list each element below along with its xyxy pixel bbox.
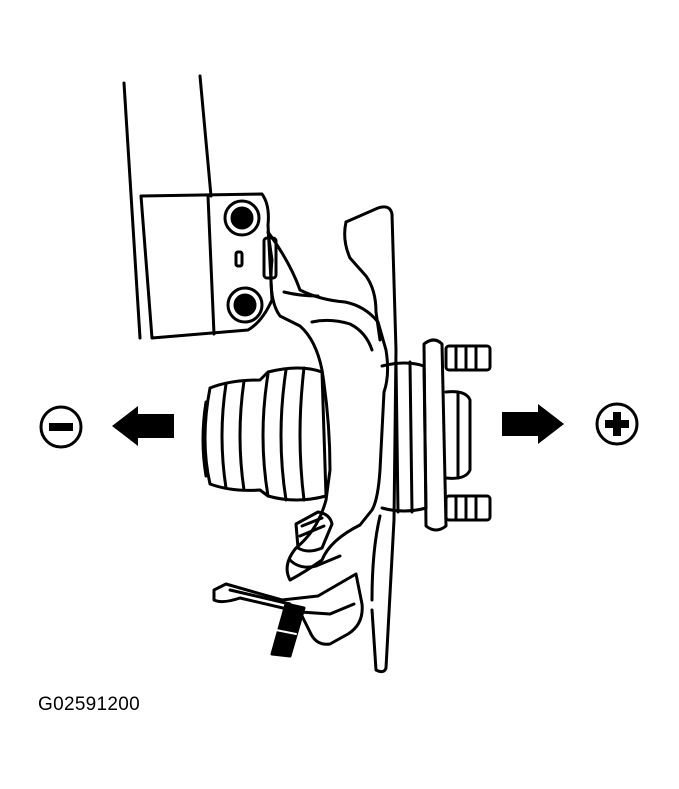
bracket-bolt-lower: [226, 286, 264, 324]
wheel-stud-lower: [444, 494, 492, 522]
sensor-harness: [270, 602, 306, 658]
cv-boot: [201, 366, 328, 502]
strut-tube: [122, 74, 213, 340]
arrow-left-icon: [112, 406, 174, 446]
arrow-right-icon: [502, 404, 564, 444]
steering-knuckle: [262, 230, 390, 582]
bracket-bolt-upper: [223, 199, 261, 237]
abs-sensor: [288, 510, 342, 569]
lower-arm-bracket: [212, 572, 364, 646]
hub-flange: [422, 338, 448, 532]
plus-circle-icon: [595, 402, 639, 446]
figure-id-label: G02591200: [38, 694, 141, 715]
hub-bearing: [380, 360, 428, 514]
hub-pilot: [444, 390, 472, 480]
splash-shield: [343, 205, 398, 674]
minus-circle-icon: [39, 405, 83, 449]
wheel-stud-upper: [444, 344, 492, 372]
